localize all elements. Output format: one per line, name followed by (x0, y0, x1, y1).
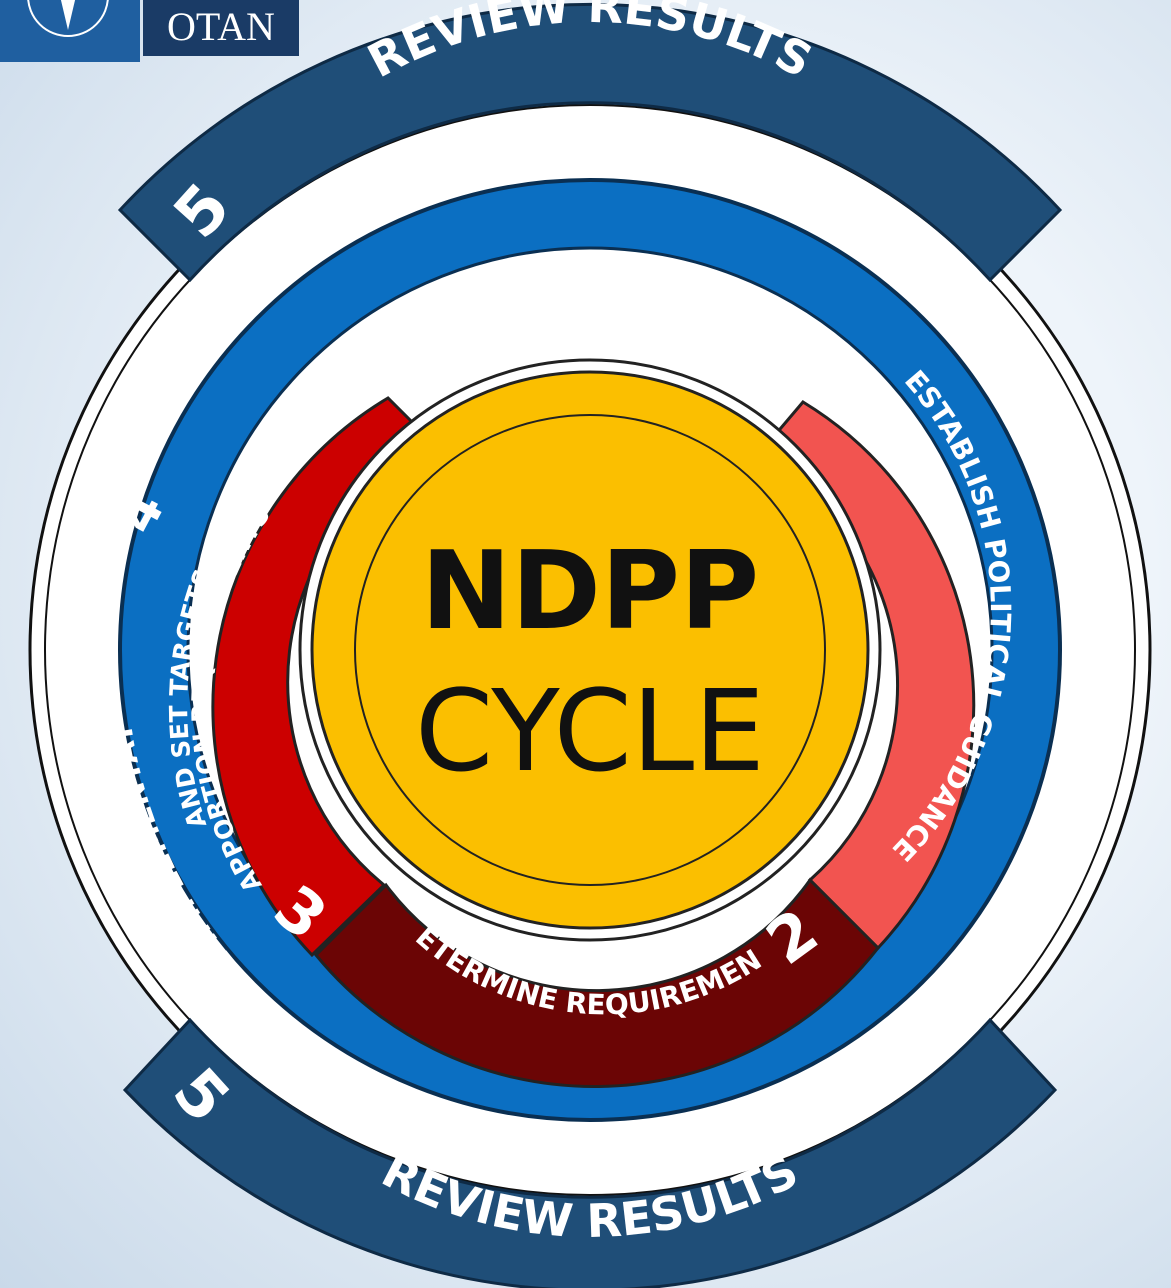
nato-logo: OTAN (0, 0, 299, 62)
logo-text: OTAN (167, 4, 275, 49)
review-results-top-band: REVIEW RESULTS 5 (117, 0, 1063, 283)
center-circle (310, 370, 870, 930)
center-subtitle: CYCLE (415, 667, 765, 797)
center-title: NDPP (421, 529, 759, 654)
